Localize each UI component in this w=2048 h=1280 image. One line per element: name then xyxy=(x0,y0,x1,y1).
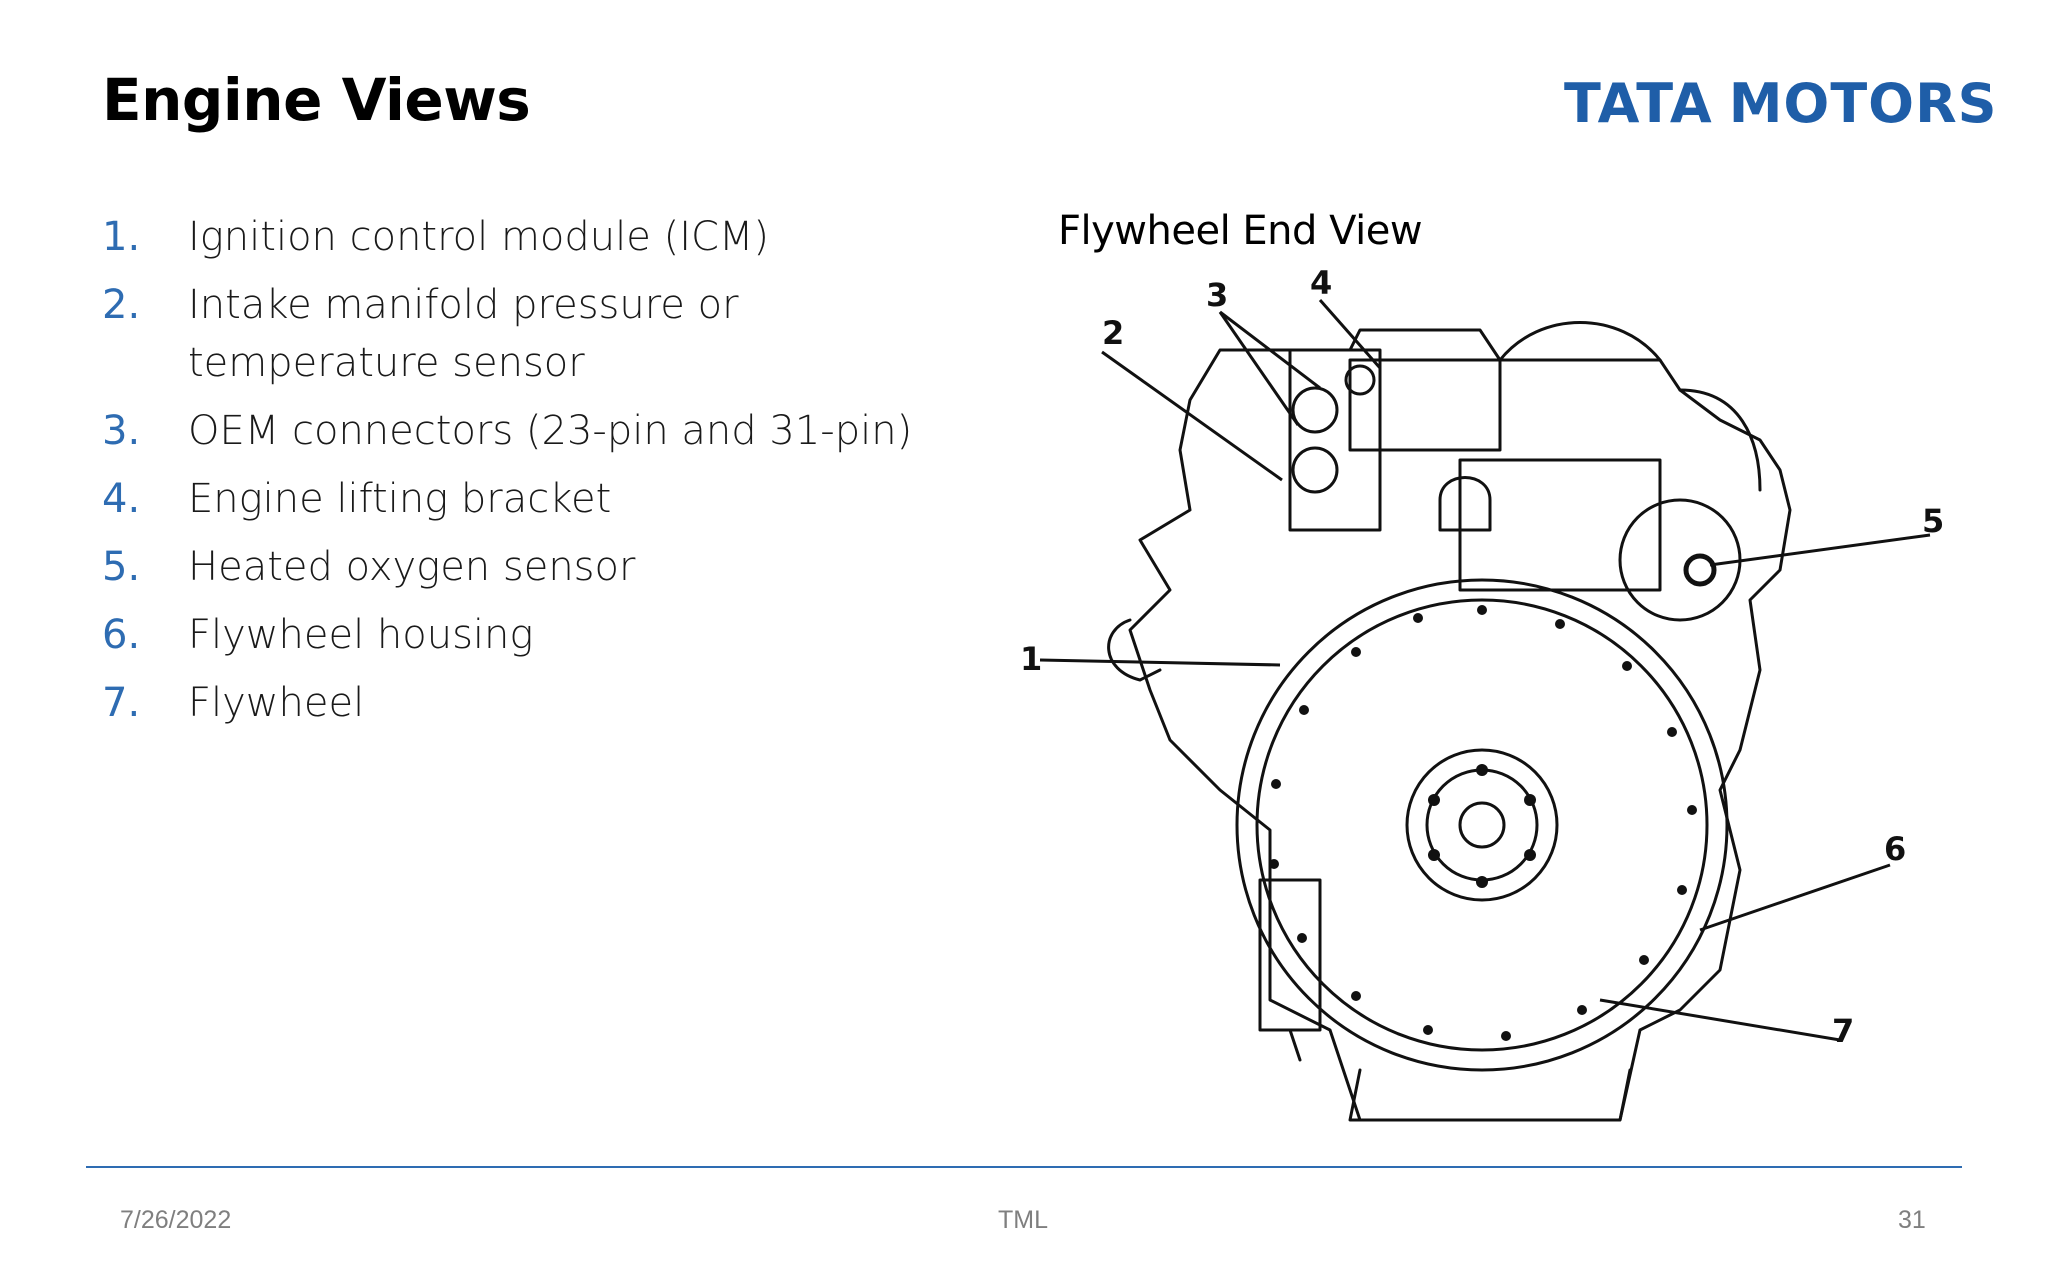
logo-word-motors: MOTORS xyxy=(1728,72,1998,135)
footer-center-text: TML xyxy=(998,1206,1048,1234)
callout-6: 6 xyxy=(1884,830,1906,868)
footer-divider xyxy=(86,1166,1962,1168)
leader-3b xyxy=(1219,310,1321,390)
flywheel-hub-inner xyxy=(1425,768,1539,882)
list-item: 4. Engine lifting bracket xyxy=(102,470,1002,528)
pipe-right xyxy=(1678,388,1762,492)
list-item-number: 3. xyxy=(102,408,141,454)
left-bracket xyxy=(1107,618,1162,682)
logo-word-tata: TATA xyxy=(1564,72,1713,135)
list-item-text: Heated oxygen sensor xyxy=(188,544,636,590)
oem-connector-lower xyxy=(1291,446,1339,494)
valve-cover xyxy=(1348,358,1502,452)
slide-title: Engine Views xyxy=(102,66,531,134)
leader-1 xyxy=(1039,658,1281,667)
oil-pan xyxy=(1348,1068,1632,1122)
callout-2: 2 xyxy=(1102,314,1124,352)
component-list: 1. Ignition control module (ICM) 2. Intake… xyxy=(102,208,1002,742)
leader-3a xyxy=(1218,311,1300,426)
list-item-number: 2. xyxy=(102,282,141,328)
flywheel-bolt-holes xyxy=(1269,605,1697,1041)
flywheel-outer-ring xyxy=(1255,598,1709,1052)
oxygen-sensor xyxy=(1683,553,1717,587)
sensor-port xyxy=(1344,364,1376,396)
leader-7 xyxy=(1599,998,1841,1042)
flywheel-housing-ring xyxy=(1235,578,1729,1072)
turbo-housing xyxy=(1618,498,1742,622)
list-item-text: Ignition control module (ICM) xyxy=(188,214,770,260)
callout-3: 3 xyxy=(1206,276,1228,314)
oem-connector-upper xyxy=(1291,386,1339,434)
icm-box xyxy=(1458,458,1662,592)
engine-block-outline xyxy=(1128,328,1792,1122)
pipe-upper xyxy=(1498,321,1662,362)
list-item-text: Engine lifting bracket xyxy=(188,476,612,522)
flywheel-hub xyxy=(1405,748,1559,902)
callout-1: 1 xyxy=(1020,640,1042,678)
list-item-number: 1. xyxy=(102,214,141,260)
footer-page-number: 31 xyxy=(1898,1206,1926,1234)
list-item: 6. Flywheel housing xyxy=(102,606,1002,664)
list-item-number: 7. xyxy=(102,680,141,726)
leader-6 xyxy=(1699,863,1891,932)
leader-5 xyxy=(1709,533,1931,567)
footer-date: 7/26/2022 xyxy=(120,1206,232,1234)
list-item-number: 6. xyxy=(102,612,141,658)
list-item: 5. Heated oxygen sensor xyxy=(102,538,1002,596)
list-item: 7. Flywheel xyxy=(102,674,1002,732)
list-item-text: Flywheel housing xyxy=(188,612,534,658)
list-item: 3. OEM connectors (23-pin and 31-pin) xyxy=(102,402,1002,460)
list-item-number: 4. xyxy=(102,476,141,522)
intake-module xyxy=(1288,348,1382,532)
leader-2 xyxy=(1101,350,1283,482)
list-item-number: 5. xyxy=(102,544,141,590)
list-item-text: Intake manifold pressure or temperature … xyxy=(188,282,739,386)
callout-4: 4 xyxy=(1310,270,1332,302)
list-item-text: OEM connectors (23-pin and 31-pin) xyxy=(188,408,913,454)
callout-7: 7 xyxy=(1832,1012,1854,1050)
list-item: 1. Ignition control module (ICM) xyxy=(102,208,1002,266)
list-item-text: Flywheel xyxy=(188,680,365,726)
engine-flywheel-end-drawing: 1 2 3 4 5 6 7 xyxy=(1020,270,1944,1122)
leader-4 xyxy=(1318,299,1382,369)
list-item: 2. Intake manifold pressure or temperatur… xyxy=(102,276,1002,392)
lifting-bracket xyxy=(1438,476,1492,532)
callout-5: 5 xyxy=(1922,502,1944,540)
flywheel-center xyxy=(1458,801,1506,849)
figure-title: Flywheel End View xyxy=(1058,208,1423,254)
